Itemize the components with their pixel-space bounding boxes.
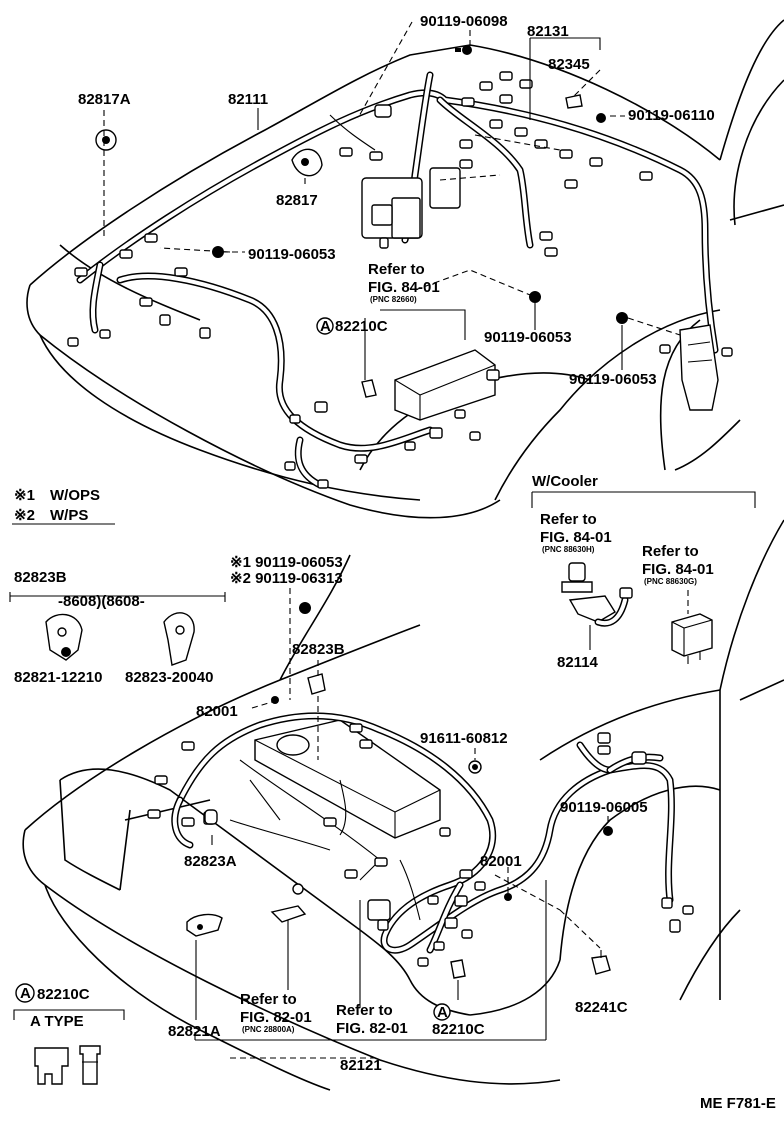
bolt-icon xyxy=(271,696,279,704)
label-range: -8608)(8608- xyxy=(58,593,145,610)
cooler-bracket xyxy=(531,491,756,508)
label-82210C-2: 82210C xyxy=(37,986,90,1003)
label-a-type: A TYPE xyxy=(30,1013,84,1030)
leader-lines-lower xyxy=(194,588,609,1059)
label-fig-84-01: FIG. 84-01 xyxy=(368,279,440,296)
fusible-82210C-lower xyxy=(450,959,466,979)
engine-bay-outline xyxy=(22,519,784,1091)
label-pnc-82660: (PNC 82660) xyxy=(370,295,417,304)
clamp-82345 xyxy=(565,94,583,109)
note-2-text: W/PS xyxy=(50,507,88,524)
label-82823B-mid: 82823B xyxy=(292,641,345,658)
pressure-switch-88630H xyxy=(561,562,593,593)
label-82111: 82111 xyxy=(228,91,268,108)
engine-connectors xyxy=(147,723,694,967)
label-82210C: 82210C xyxy=(335,318,388,335)
circle-a-marker xyxy=(433,1003,451,1021)
label-82210C-3: 82210C xyxy=(432,1021,485,1038)
bolt-icon xyxy=(212,246,224,258)
grommet-82817 xyxy=(291,148,323,177)
label-82821A: 82821A xyxy=(168,1023,221,1040)
label-82001-b: 82001 xyxy=(480,853,522,870)
label-90119-06053-c: 90119-06053 xyxy=(569,371,657,388)
bolt-icon xyxy=(603,826,613,836)
rear-lamp-assembly xyxy=(679,324,719,411)
label-refer-to-4: Refer to xyxy=(240,991,297,1008)
engine-block xyxy=(229,719,441,881)
figure-code: ME F781-E xyxy=(700,1095,776,1112)
circle-a-marker xyxy=(316,317,334,335)
connector-82241C xyxy=(591,950,611,975)
bolt-icon xyxy=(455,45,472,55)
label-90119-06098: 90119-06098 xyxy=(420,13,508,30)
circle-a-marker xyxy=(15,983,35,1003)
relay-block-upper xyxy=(361,167,461,249)
label-90119-06005: 90119-06005 xyxy=(560,799,648,816)
label-82114: 82114 xyxy=(557,654,599,671)
label-fig-84-01-2: FIG. 84-01 xyxy=(540,529,612,546)
label-fig-82-01: FIG. 82-01 xyxy=(240,1009,312,1026)
clamp-82823B xyxy=(307,673,326,695)
label-90119-06053-b: 90119-06053 xyxy=(484,329,572,346)
bolt-icon xyxy=(529,291,541,303)
label-fig-84-01-3: FIG. 84-01 xyxy=(642,561,714,578)
bolt-icon xyxy=(616,312,628,324)
note-1-text: W/OPS xyxy=(50,487,100,504)
bracket-82821A xyxy=(186,913,223,937)
rear-body-outline xyxy=(26,19,784,519)
bolt-icon xyxy=(299,602,311,614)
variant-bracket xyxy=(9,592,226,602)
bolt-icon xyxy=(596,113,606,123)
a-type-bracket xyxy=(13,1009,125,1020)
label-90119-06053: 90119-06053 xyxy=(248,246,336,263)
label-circle-a-3: A xyxy=(437,1004,448,1021)
label-82121: 82121 xyxy=(340,1057,382,1074)
label-circle-a: A xyxy=(320,318,331,335)
label-star2-part: ※2 90119-06313 xyxy=(230,570,343,587)
bolt-icon xyxy=(504,893,512,901)
label-90119-06110: 90119-06110 xyxy=(628,107,715,124)
label-82821-12210: 82821-12210 xyxy=(14,669,102,686)
label-refer-to-5: Refer to xyxy=(336,1002,393,1019)
relay-88630G xyxy=(671,590,713,664)
connector-82210C-upper xyxy=(361,379,377,398)
label-circle-a-2: A xyxy=(20,985,31,1002)
label-star1-part: ※1 90119-06053 xyxy=(230,554,343,571)
label-w-cooler: W/Cooler xyxy=(532,473,598,490)
label-pnc-28800a: (PNC 28800A) xyxy=(242,1025,295,1034)
engine-harness-82121 xyxy=(171,712,675,954)
label-fig-82-01-2: FIG. 82-01 xyxy=(336,1020,408,1037)
label-refer-to: Refer to xyxy=(368,261,425,278)
a-type-fuse-icons xyxy=(34,1045,101,1085)
label-82345: 82345 xyxy=(548,56,590,73)
grommet-82823A xyxy=(204,809,218,825)
label-82823-20040: 82823-20040 xyxy=(125,669,213,686)
bracket-82823-20040 xyxy=(163,612,195,666)
sub-harness-82114 xyxy=(568,587,633,650)
leader-lines-upper xyxy=(103,21,681,380)
label-91611-60812: 91611-60812 xyxy=(420,730,508,747)
label-82823A: 82823A xyxy=(184,853,237,870)
label-refer-to-3: Refer to xyxy=(642,543,699,560)
label-refer-to-2: Refer to xyxy=(540,511,597,528)
bolt-91611 xyxy=(468,760,482,774)
label-pnc-88630g: (PNC 88630G) xyxy=(644,577,697,586)
note-1-mark: ※1 xyxy=(14,487,35,504)
label-82001-a: 82001 xyxy=(196,703,238,720)
bracket-82821-12210 xyxy=(45,613,83,661)
label-82131: 82131 xyxy=(527,23,569,40)
label-82241C: 82241C xyxy=(575,999,628,1016)
label-pnc-88630h: (PNC 88630H) xyxy=(542,545,595,554)
label-82823B-top: 82823B xyxy=(14,569,67,586)
grommet-82817A xyxy=(95,129,117,151)
junction-block-82660 xyxy=(394,349,500,421)
note-2-mark: ※2 xyxy=(14,507,35,524)
label-82817A: 82817A xyxy=(78,91,131,108)
bracket-engine-ground xyxy=(270,883,307,923)
label-82817: 82817 xyxy=(276,192,318,209)
